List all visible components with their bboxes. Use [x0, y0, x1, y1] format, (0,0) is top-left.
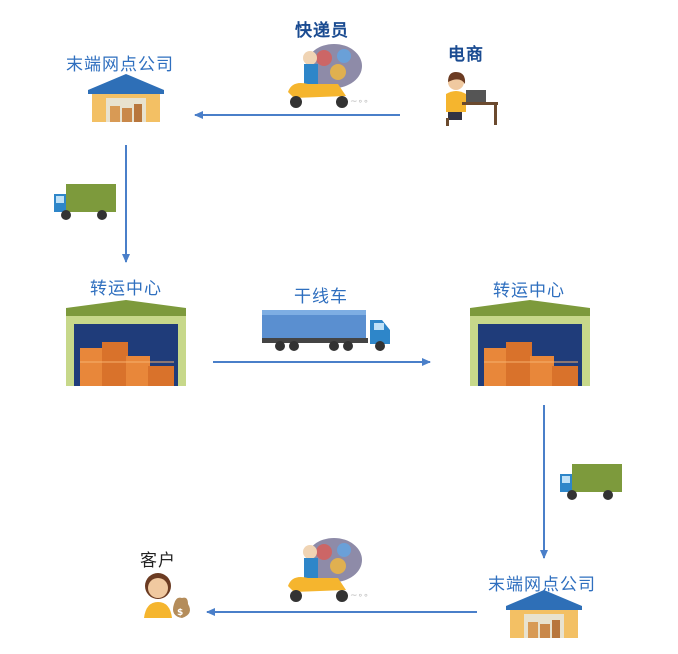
small-truck-icon — [54, 184, 116, 220]
courier-scooter-icon: ~∘∘ — [288, 44, 369, 108]
transfer-center-label-right: 转运中心 — [493, 281, 565, 301]
small-warehouse-icon — [506, 590, 582, 638]
ecommerce-person-icon — [446, 72, 498, 126]
customer-label: 客户 — [140, 551, 176, 571]
courier-label: 快递员 — [295, 21, 349, 41]
last-mile-label-top: 末端网点公司 — [66, 55, 174, 75]
svg-text:$: $ — [177, 608, 183, 618]
last-mile-label-bottom: 末端网点公司 — [488, 575, 596, 595]
trunk-truck-label: 干线车 — [294, 287, 348, 307]
courier-scooter-icon: ~∘∘ — [288, 538, 369, 602]
transfer-center-label-left: 转运中心 — [90, 279, 162, 299]
trunk-truck-icon — [262, 310, 390, 351]
ecommerce-label: 电商 — [448, 45, 484, 65]
svg-text:~∘∘: ~∘∘ — [350, 97, 369, 107]
transfer-warehouse-icon — [470, 300, 590, 386]
transfer-warehouse-icon — [66, 300, 186, 386]
small-warehouse-icon — [88, 74, 164, 122]
small-truck-icon — [560, 464, 622, 500]
svg-text:~∘∘: ~∘∘ — [350, 591, 369, 601]
customer-icon: $ — [144, 573, 190, 618]
